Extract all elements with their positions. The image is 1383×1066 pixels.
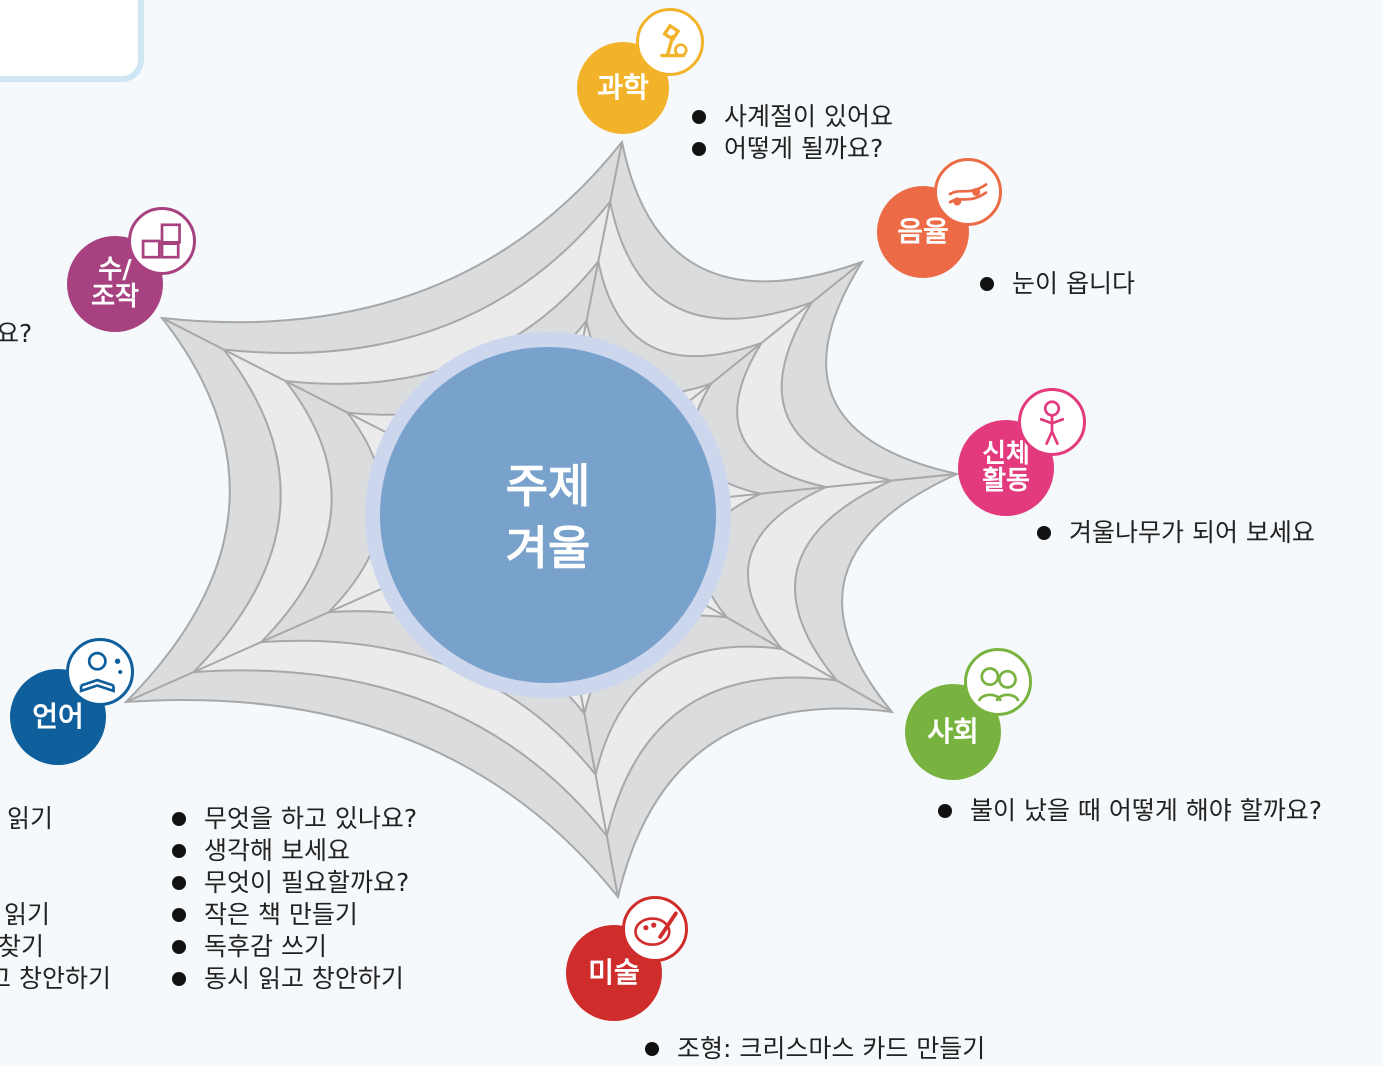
science-notes: 사계절이 있어요 어떻게 될까요? <box>690 101 893 165</box>
art-note-1: 조형: 크리스마스 카드 만들기 <box>643 1033 985 1065</box>
music-notes-icon <box>934 158 1002 226</box>
title-fragment: 간 <box>0 0 1 4</box>
language-note-3: 무엇이 필요할까요? <box>170 867 417 899</box>
science-note-1: 사계절이 있어요 <box>690 101 893 133</box>
topic-social-label: 사회 <box>927 715 979 749</box>
science-note-2: 어떻게 될까요? <box>690 133 893 165</box>
social-note-1: 불이 났을 때 어떻게 해야 할까요? <box>936 795 1322 827</box>
microscope-icon <box>636 8 704 76</box>
reading-child-icon <box>66 638 134 706</box>
math-note-clipped: 요? <box>0 319 33 348</box>
topic-language: 언어 <box>10 669 106 765</box>
music-note-1: 눈이 옵니다 <box>978 268 1135 300</box>
physical-note-1: 겨울나무가 되어 보세요 <box>1035 517 1315 549</box>
left-note-clipped-4: 고 창안하기 <box>0 964 111 993</box>
center-topic-text: 주제 겨울 <box>506 455 591 579</box>
topic-language-label: 언어 <box>32 700 84 734</box>
center-circle <box>380 347 716 683</box>
language-note-2: 생각해 보세요 <box>170 835 417 867</box>
music-notes: 눈이 옵니다 <box>978 268 1135 300</box>
palette-icon <box>622 896 688 962</box>
left-note-clipped-3: 찾기 <box>0 932 45 961</box>
left-note-clipped-1: - 읽기 <box>0 804 53 833</box>
topic-physical-label-2: 활동 <box>982 466 1030 496</box>
topic-math-label-2: 조작 <box>91 282 139 312</box>
topic-art-label: 미술 <box>588 956 640 990</box>
language-note-6: 동시 읽고 창안하기 <box>170 963 417 995</box>
language-note-1: 무엇을 하고 있나요? <box>170 803 417 835</box>
art-notes: 조형: 크리스마스 카드 만들기 <box>643 1033 985 1065</box>
topic-science: 과학 <box>577 42 669 134</box>
social-notes: 불이 났을 때 어떻게 해야 할까요? <box>936 795 1322 827</box>
topic-music-label: 음율 <box>897 215 949 249</box>
center-topic-line-1: 주제 <box>505 459 591 513</box>
topic-physical-label-1: 신체 <box>982 438 1030 469</box>
title-box: 간 <box>0 0 144 82</box>
people-icon <box>964 648 1032 716</box>
left-note-clipped-2: 읽기 <box>4 900 51 929</box>
physical-notes: 겨울나무가 되어 보세요 <box>1035 517 1315 549</box>
topic-math: 수/ 조작 <box>67 236 163 332</box>
center-topic-line-2: 겨울 <box>505 521 591 575</box>
language-notes: 무엇을 하고 있나요? 생각해 보세요 무엇이 필요할까요? 작은 책 만들기 … <box>170 803 417 995</box>
jumping-child-icon <box>1018 388 1086 456</box>
blocks-icon <box>128 207 196 275</box>
language-note-5: 독후감 쓰기 <box>170 931 417 963</box>
topic-math-label-1: 수/ <box>98 254 132 285</box>
topic-science-label: 과학 <box>597 71 649 105</box>
language-note-4: 작은 책 만들기 <box>170 899 417 931</box>
